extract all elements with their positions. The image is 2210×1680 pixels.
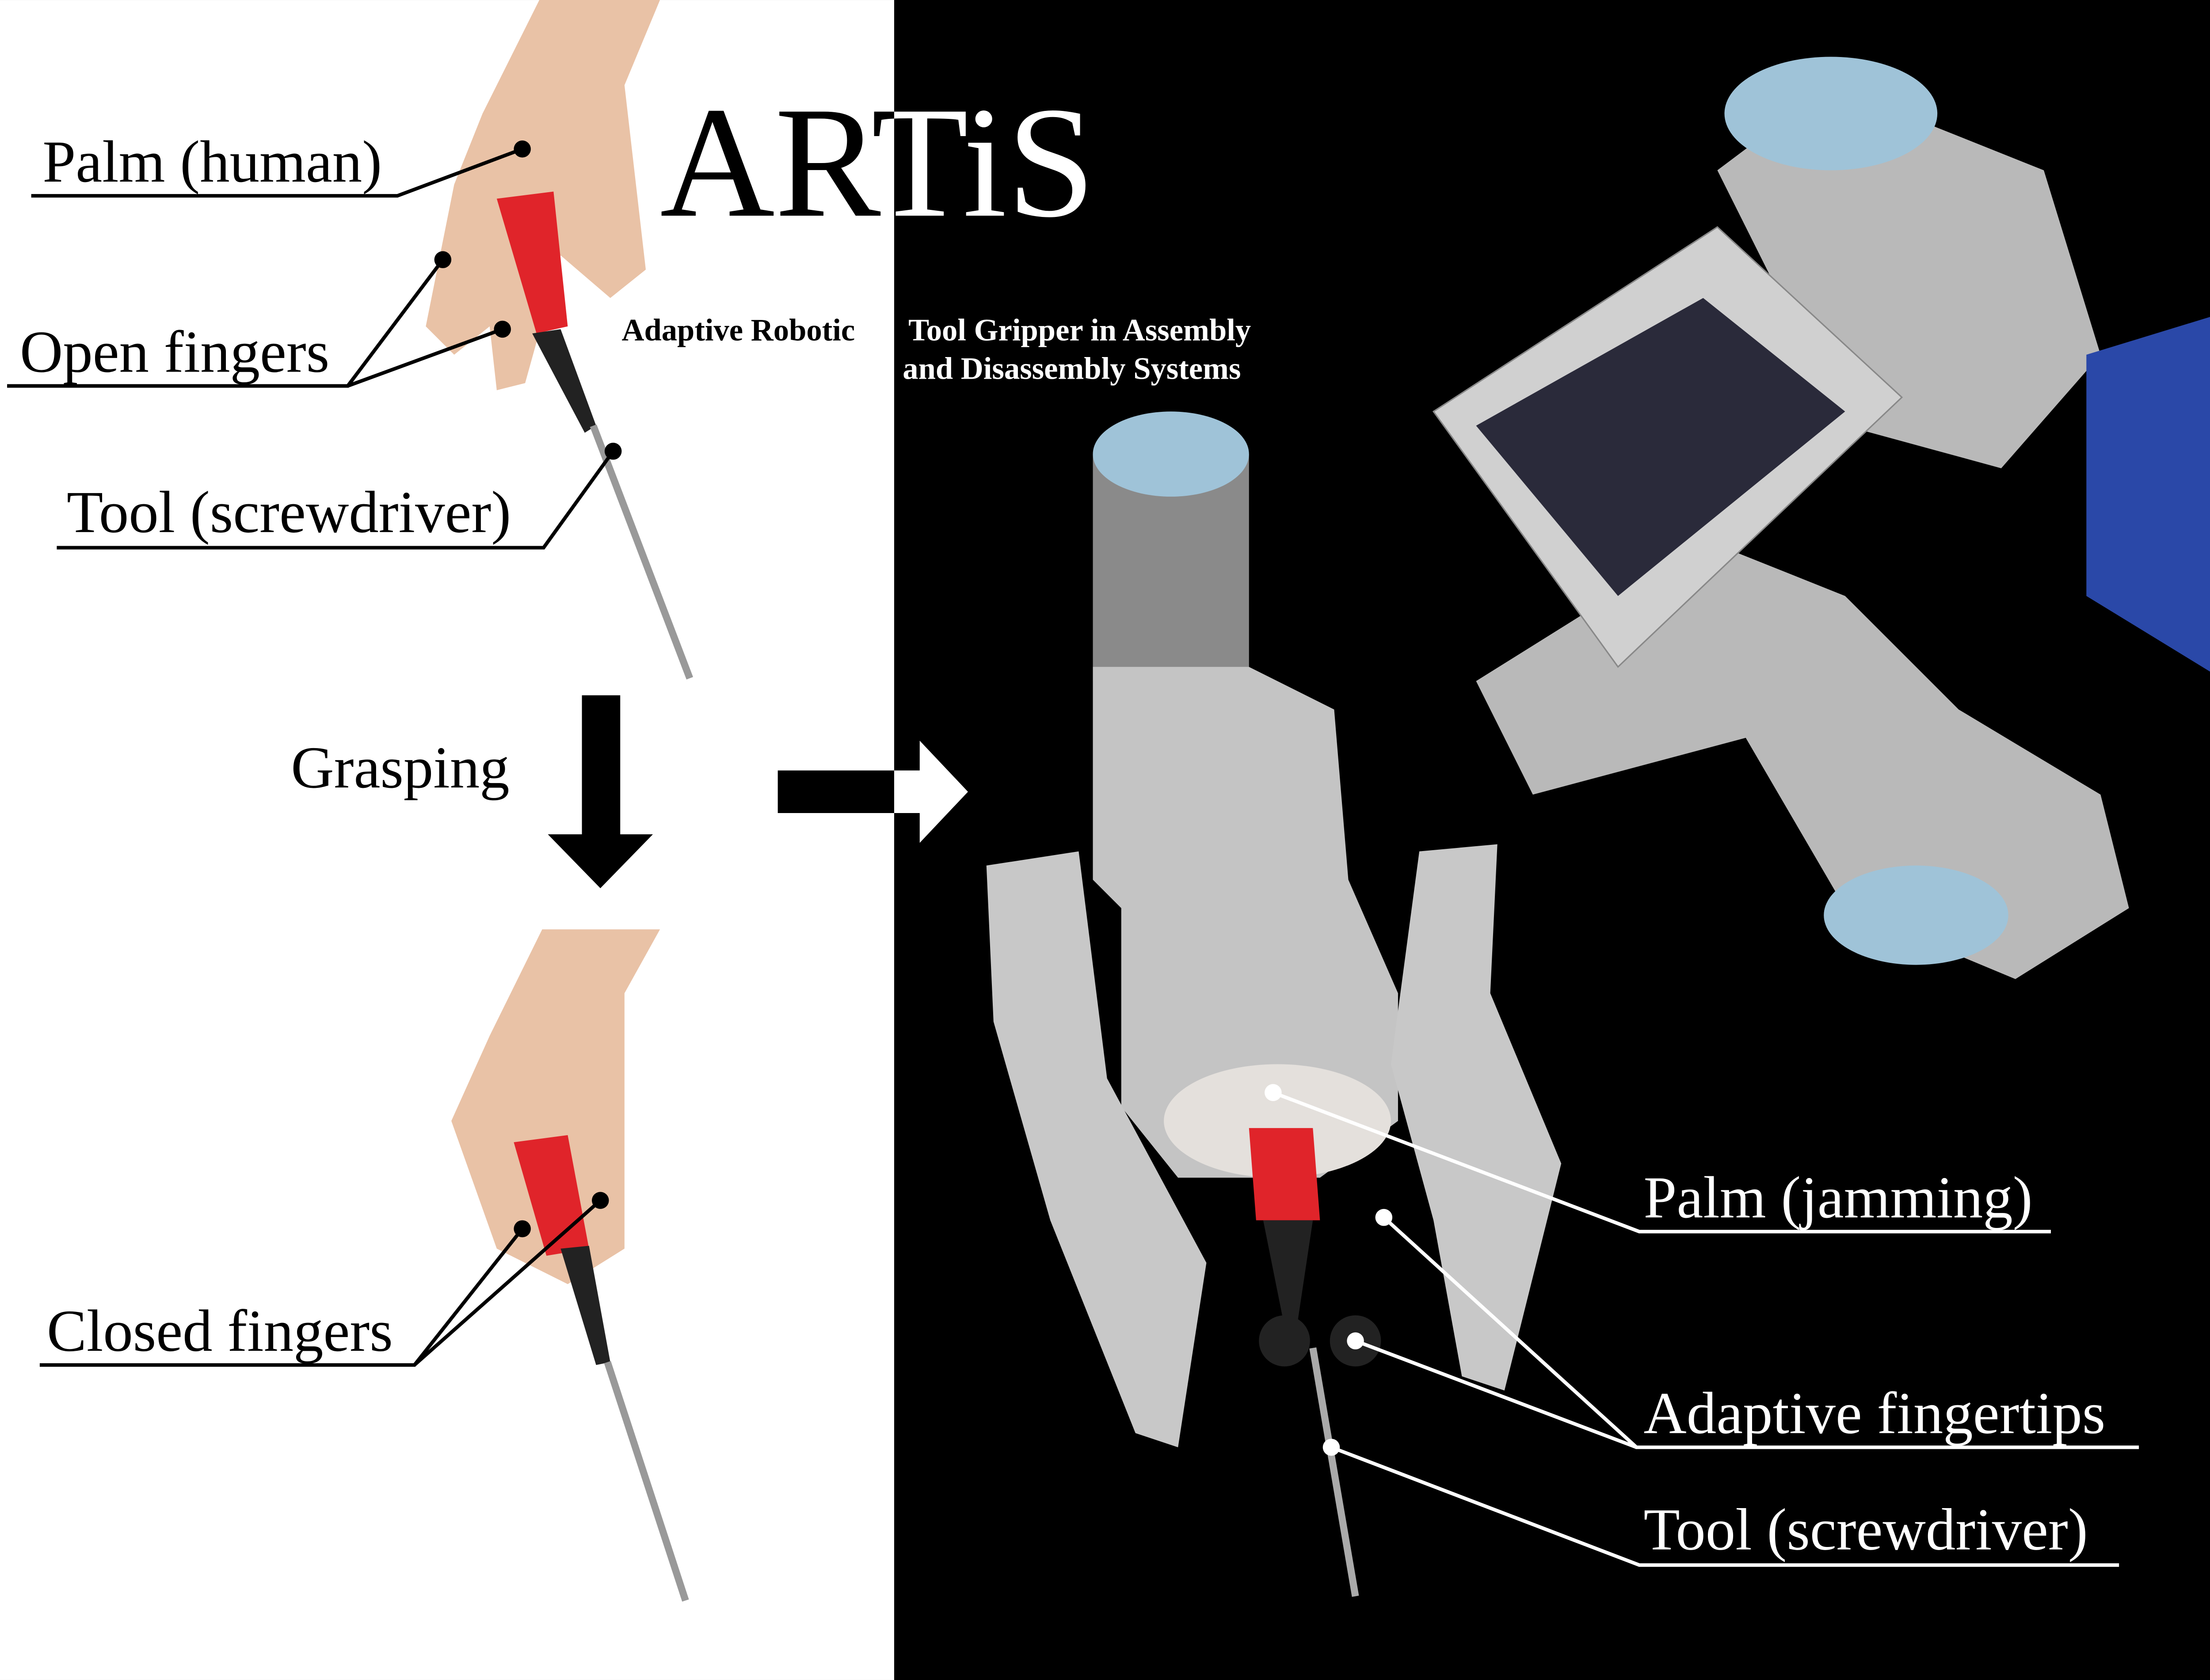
label-palm-human: Palm (human)	[42, 129, 382, 195]
label-closed-fingers: Closed fingers	[47, 1298, 393, 1364]
label-palm-jamming: Palm (jamming)	[1643, 1165, 2032, 1231]
subtitle: Adaptive Robotic Tool Gripper in Assembl…	[621, 313, 1251, 386]
right-arrow-head-icon	[894, 741, 968, 843]
human-leader-lines	[7, 147, 615, 1367]
closed-hand-photo	[451, 929, 689, 1602]
subtitle-line1-left: Adaptive Robotic	[621, 313, 855, 348]
right-arrow-shaft-icon	[777, 770, 894, 813]
label-adaptive-fingertips: Adaptive fingertips	[1643, 1380, 2105, 1446]
down-arrow-icon	[548, 695, 653, 889]
robot-label-dots	[1265, 1084, 1393, 1456]
subtitle-line1-right: Tool Gripper in Assembly	[908, 313, 1251, 348]
label-open-fingers: Open fingers	[20, 319, 329, 385]
label-grasping: Grasping	[291, 735, 509, 801]
robot-leader-lines	[1272, 1091, 2139, 1567]
label-tool-robot: Tool (screwdriver)	[1643, 1497, 2088, 1563]
human-label-dots	[434, 140, 622, 1238]
label-tool-human: Tool (screwdriver)	[67, 479, 511, 545]
open-hand-photo	[426, 0, 693, 680]
robot-arm-photo	[986, 57, 2210, 1597]
title: ARTiS	[660, 74, 1095, 250]
subtitle-line2: and Disassembly Systems	[903, 351, 1241, 386]
